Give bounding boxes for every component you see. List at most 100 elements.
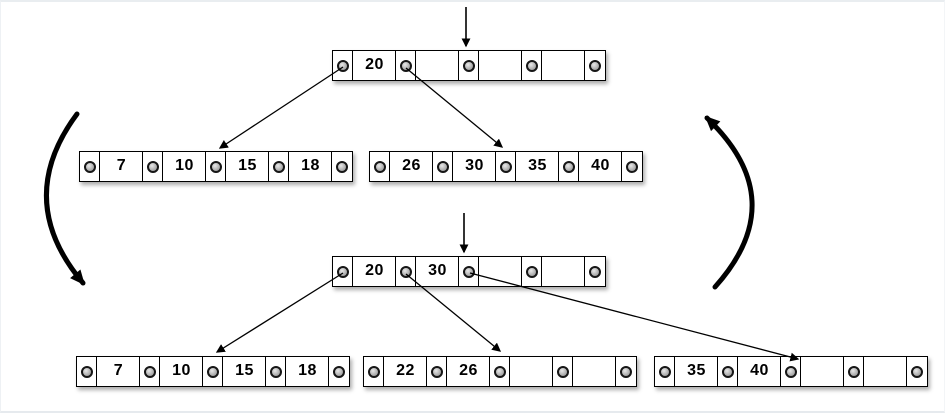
key-cell bbox=[415, 50, 460, 81]
pointer-dot-icon bbox=[437, 160, 449, 173]
key-cell: 18 bbox=[285, 356, 330, 387]
pointer-cell bbox=[142, 151, 164, 182]
pointer-cell bbox=[331, 151, 353, 182]
pointer-dot-icon bbox=[526, 59, 538, 72]
pointer-cell bbox=[139, 356, 161, 387]
pointer-dot-icon bbox=[563, 160, 575, 173]
pointer-cell bbox=[432, 151, 454, 182]
pointer-cell bbox=[205, 151, 227, 182]
pointer-dot-icon bbox=[659, 365, 671, 378]
btree-node-root-before: 20 bbox=[332, 50, 606, 81]
pointer-dot-icon bbox=[400, 59, 412, 72]
key-cell bbox=[478, 256, 523, 287]
pointer-cell bbox=[395, 256, 417, 287]
key-cell: 40 bbox=[737, 356, 782, 387]
pointer-cell bbox=[265, 356, 287, 387]
pointer-cell bbox=[558, 151, 580, 182]
pointer-cell bbox=[584, 256, 606, 287]
pointer-cell bbox=[328, 356, 350, 387]
pointer-cell bbox=[654, 356, 676, 387]
key-cell bbox=[572, 356, 617, 387]
pointer-cell bbox=[780, 356, 802, 387]
pointer-cell bbox=[717, 356, 739, 387]
key-cell: 7 bbox=[96, 356, 141, 387]
key-cell: 22 bbox=[383, 356, 428, 387]
pointer-cell bbox=[552, 356, 574, 387]
pointer-dot-icon bbox=[374, 160, 386, 173]
key-cell: 15 bbox=[222, 356, 267, 387]
key-cell: 35 bbox=[674, 356, 719, 387]
root-before-to-left-leaf-arrow bbox=[218, 66, 344, 149]
pointer-dot-icon bbox=[848, 365, 860, 378]
btree-node-leaf-after-right: 35 40 bbox=[654, 356, 928, 387]
pointer-dot-icon bbox=[463, 265, 475, 278]
pointer-cell bbox=[495, 151, 517, 182]
pointer-dot-icon bbox=[431, 365, 443, 378]
pointer-dot-icon bbox=[463, 59, 475, 72]
btree-node-leaf-after-left: 7 10 15 18 bbox=[76, 356, 350, 387]
pointer-cell bbox=[621, 151, 643, 182]
key-cell: 15 bbox=[225, 151, 270, 182]
pointer-dot-icon bbox=[785, 365, 797, 378]
pointer-dot-icon bbox=[557, 365, 569, 378]
pointer-dot-icon bbox=[494, 365, 506, 378]
key-cell: 26 bbox=[389, 151, 434, 182]
key-cell bbox=[541, 50, 586, 81]
key-cell bbox=[478, 50, 523, 81]
pointer-cell bbox=[521, 256, 543, 287]
pointer-dot-icon bbox=[400, 265, 412, 278]
pointer-dot-icon bbox=[626, 160, 638, 173]
pointer-cell bbox=[369, 151, 391, 182]
key-cell: 35 bbox=[515, 151, 560, 182]
cycle-down-left-arrow bbox=[43, 111, 86, 286]
pointer-dot-icon bbox=[270, 365, 282, 378]
pointer-dot-icon bbox=[589, 265, 601, 278]
pointer-dot-icon bbox=[722, 365, 734, 378]
key-cell: 40 bbox=[578, 151, 623, 182]
pointer-cell bbox=[458, 256, 480, 287]
pointer-dot-icon bbox=[333, 365, 345, 378]
cycle-up-right-arrow bbox=[704, 115, 755, 290]
key-cell bbox=[800, 356, 845, 387]
btree-node-leaf-before-right: 26 30 35 40 bbox=[369, 151, 643, 182]
pointer-cell bbox=[906, 356, 928, 387]
pointer-dot-icon bbox=[147, 160, 159, 173]
pointer-cell bbox=[458, 50, 480, 81]
pointer-dot-icon bbox=[368, 365, 380, 378]
pointer-dot-icon bbox=[337, 59, 349, 72]
pointer-cell bbox=[76, 356, 98, 387]
pointer-cell bbox=[268, 151, 290, 182]
pointer-dot-icon bbox=[526, 265, 538, 278]
pointer-dot-icon bbox=[210, 160, 222, 173]
pointer-cell bbox=[521, 50, 543, 81]
pointer-dot-icon bbox=[207, 365, 219, 378]
key-cell bbox=[541, 256, 586, 287]
pointer-cell bbox=[332, 256, 354, 287]
key-cell: 30 bbox=[415, 256, 460, 287]
pointer-dot-icon bbox=[144, 365, 156, 378]
pointer-dot-icon bbox=[620, 365, 632, 378]
key-cell: 7 bbox=[99, 151, 144, 182]
pointer-cell bbox=[395, 50, 417, 81]
pointer-cell bbox=[79, 151, 101, 182]
pointer-cell bbox=[584, 50, 606, 81]
key-cell: 26 bbox=[446, 356, 491, 387]
key-cell: 30 bbox=[452, 151, 497, 182]
pointer-dot-icon bbox=[500, 160, 512, 173]
key-cell: 10 bbox=[159, 356, 204, 387]
key-cell: 20 bbox=[352, 50, 397, 81]
pointer-cell bbox=[363, 356, 385, 387]
key-cell: 10 bbox=[162, 151, 207, 182]
pointer-dot-icon bbox=[336, 160, 348, 173]
pointer-dot-icon bbox=[337, 265, 349, 278]
key-cell: 20 bbox=[352, 256, 397, 287]
pointer-cell bbox=[426, 356, 448, 387]
key-cell bbox=[509, 356, 554, 387]
pointer-dot-icon bbox=[589, 59, 601, 72]
pointer-cell bbox=[332, 50, 354, 81]
pointer-dot-icon bbox=[911, 365, 923, 378]
root-after-to-left-leaf-arrow bbox=[215, 272, 344, 353]
